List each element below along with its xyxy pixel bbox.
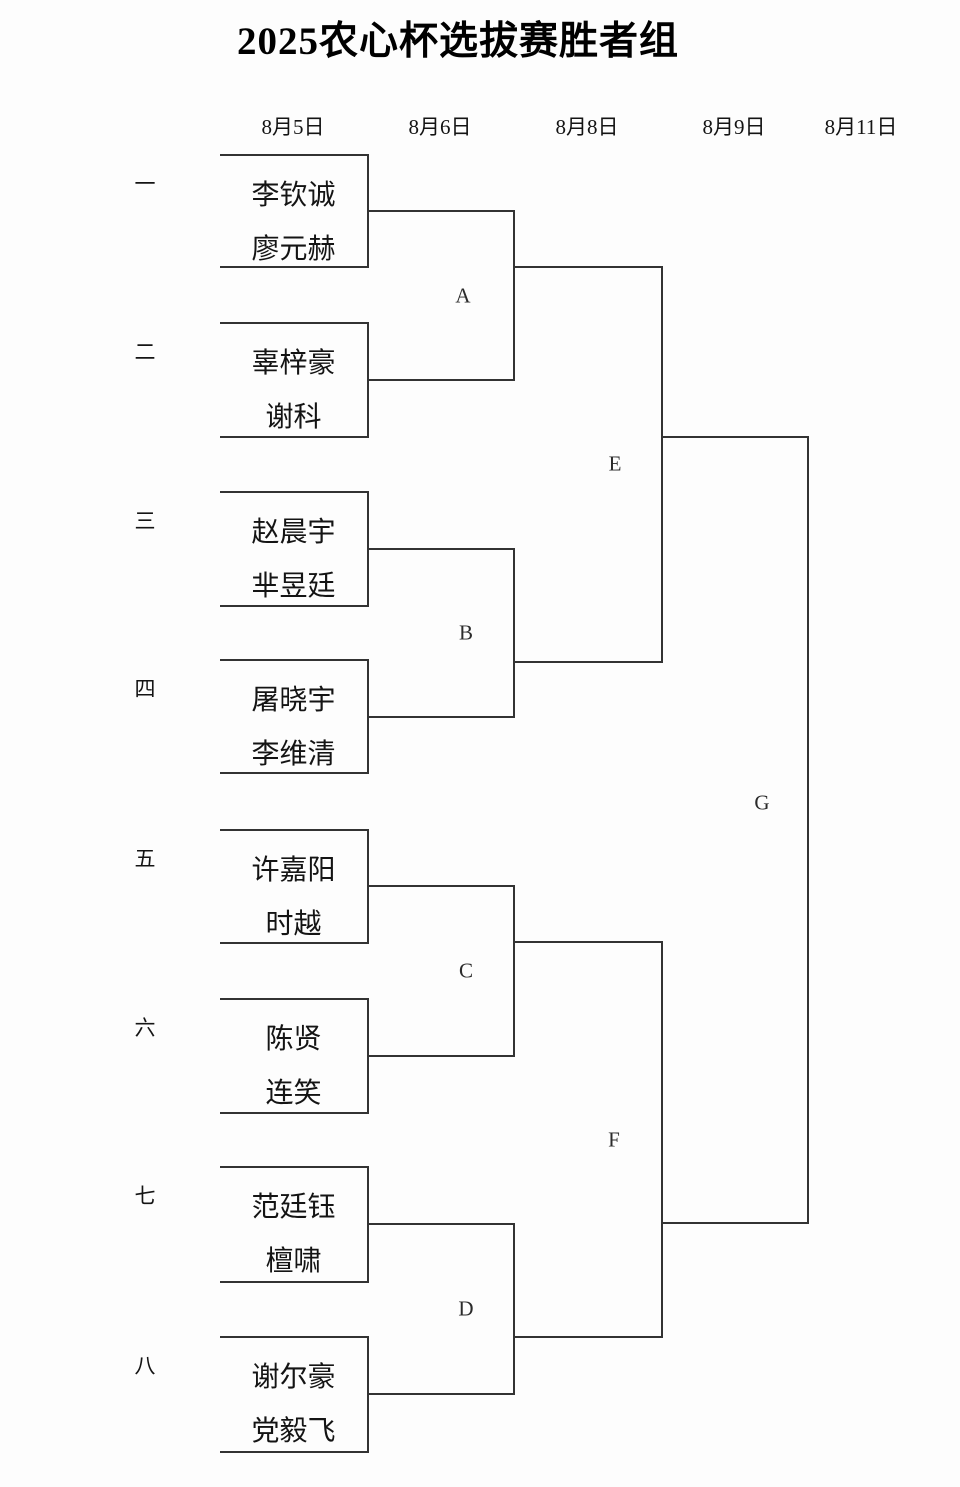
match-f-output: [661, 1222, 809, 1224]
match-label-d: D: [458, 1296, 474, 1321]
player-name: 谢科: [265, 402, 322, 433]
player-name: 时越: [265, 909, 322, 940]
match-label-f: F: [608, 1127, 620, 1152]
date-header-5: 8月11日: [824, 115, 898, 139]
player-name: 屠晓宇: [251, 685, 336, 716]
date-header-4: 8月9日: [702, 115, 766, 139]
date-header-2: 8月6日: [408, 115, 472, 139]
connector-pair-2: [367, 379, 515, 381]
seed-label-7: 七: [134, 1184, 156, 1208]
player-name: 许嘉阳: [251, 855, 336, 886]
match-b-vertical: [513, 548, 515, 718]
seed-label-6: 六: [134, 1016, 156, 1040]
connector-pair-6: [367, 1055, 515, 1057]
connector-pair-3: [367, 548, 515, 550]
date-header-3: 8月8日: [555, 115, 619, 139]
match-label-b: B: [458, 620, 474, 645]
player-name: 李维清: [251, 739, 336, 770]
player-name: 范廷钰: [251, 1192, 336, 1223]
pair-box-4: 屠晓宇 李维清: [220, 659, 369, 774]
connector-pair-7: [367, 1223, 515, 1225]
date-header-1: 8月5日: [261, 115, 325, 139]
pair-box-5: 许嘉阳 时越: [220, 829, 369, 944]
player-name: 芈昱廷: [251, 571, 336, 602]
player-name: 李钦诚: [251, 180, 336, 211]
match-a-output: [513, 266, 663, 268]
player-name: 连笑: [265, 1078, 322, 1109]
player-name: 辜梓豪: [251, 348, 336, 379]
match-label-c: C: [458, 958, 474, 983]
seed-label-4: 四: [134, 677, 156, 701]
seed-label-2: 二: [134, 340, 156, 364]
seed-label-8: 八: [134, 1354, 156, 1378]
connector-pair-8: [367, 1393, 515, 1395]
match-f-vertical: [661, 941, 663, 1338]
seed-label-1: 一: [134, 172, 156, 196]
match-label-g: G: [754, 790, 770, 815]
match-e-output: [661, 436, 809, 438]
match-label-a: A: [455, 283, 471, 308]
match-g-vertical: [807, 436, 809, 1224]
pair-box-6: 陈贤 连笑: [220, 998, 369, 1114]
match-a-vertical: [513, 210, 515, 381]
player-name: 谢尔豪: [251, 1362, 336, 1393]
player-name: 廖元赫: [251, 234, 336, 265]
match-d-vertical: [513, 1223, 515, 1395]
match-b-output: [513, 661, 663, 663]
connector-pair-4: [367, 716, 515, 718]
match-e-vertical: [661, 266, 663, 663]
match-c-vertical: [513, 885, 515, 1057]
connector-pair-5: [367, 885, 515, 887]
player-name: 赵晨宇: [251, 517, 336, 548]
connector-pair-1: [367, 210, 515, 212]
pair-box-3: 赵晨宇 芈昱廷: [220, 491, 369, 607]
seed-label-3: 三: [134, 509, 156, 533]
match-c-output: [513, 941, 663, 943]
pair-box-8: 谢尔豪 党毅飞: [220, 1336, 369, 1453]
player-name: 檀啸: [265, 1246, 322, 1277]
player-name: 党毅飞: [251, 1416, 336, 1447]
match-label-e: E: [608, 451, 622, 476]
pair-box-2: 辜梓豪 谢科: [220, 322, 369, 438]
player-name: 陈贤: [265, 1024, 322, 1055]
page-title: 2025农心杯选拔赛胜者组: [236, 20, 680, 63]
pair-box-7: 范廷钰 檀啸: [220, 1166, 369, 1283]
pair-box-1: 李钦诚 廖元赫: [220, 154, 369, 268]
seed-label-5: 五: [134, 847, 156, 871]
match-d-output: [513, 1336, 663, 1338]
